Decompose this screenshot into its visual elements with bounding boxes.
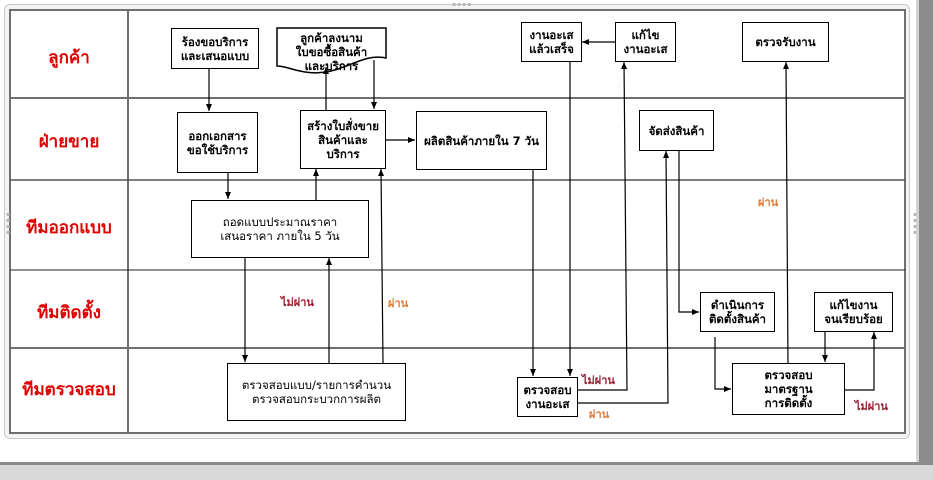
window-bottom-band: [0, 462, 933, 480]
window-scroll-area: [919, 0, 933, 480]
box-check-aluminium[interactable]: ตรวจสอบ งานอะเส: [517, 377, 578, 417]
label-aluminium-pass: ผ่าน: [589, 408, 610, 421]
lane-label-design-team: ทีมออกแบบ: [26, 218, 112, 238]
box-check-design[interactable]: ตรวจสอบแบบ/รายการคำนวน ตรวจสอบกระบวกการผ…: [227, 363, 406, 421]
resize-handle-top[interactable]: ▪▪▪▪: [452, 1, 473, 8]
lane-label-sales: ฝ่ายขาย: [38, 132, 100, 152]
box-check-install-standard[interactable]: ตรวจสอบ มาตรฐาน การติดตั้ง: [732, 363, 845, 415]
box-design-quote[interactable]: ถอดแบบประมาณราคา เสนอราคา ภายใน 5 วัน: [191, 200, 369, 258]
arrow: [783, 61, 790, 364]
label-install-pass: ผ่าน: [758, 196, 779, 209]
box-customer-sign[interactable]: ลูกค้าลงนาม ใบขอซื้อสินค้า และบริการ: [295, 31, 368, 73]
label-aluminium-fail: ไม่ผ่าน: [582, 374, 615, 387]
box-aluminium-done[interactable]: งานอะเส แล้วเสร็จ: [521, 22, 582, 62]
label-design-fail: ไม่ผ่าน: [281, 296, 314, 309]
arrow: [577, 61, 628, 391]
lane-label-install-team: ทีมติดตั้ง: [37, 303, 101, 323]
arrow: [378, 168, 385, 364]
arrow: [844, 332, 877, 391]
document-shape: [276, 27, 387, 74]
box-produce-goods[interactable]: ผลิตสินค้าภายใน 7 วัน: [416, 111, 547, 170]
arrow: [577, 150, 670, 404]
window-edge: [916, 0, 919, 462]
box-create-sales-order[interactable]: สร้างใบสั่งขาย สินค้าและ บริการ: [300, 110, 386, 169]
box-install-goods[interactable]: ดำเนินการ ติดตั้งสินค้า: [700, 292, 775, 332]
lane-label-customer: ลูกค้า: [48, 48, 90, 68]
label-design-pass: ผ่าน: [388, 297, 409, 310]
box-fix-until-done[interactable]: แก้ไขงาน จนเรียบร้อย: [814, 292, 893, 332]
resize-handle-right[interactable]: ▪▪▪▪: [913, 211, 919, 236]
box-accept-work[interactable]: ตรวจรับงาน: [742, 22, 829, 62]
box-fix-aluminium[interactable]: แก้ไข งานอะเส: [615, 22, 676, 62]
box-deliver-goods[interactable]: จัดส่งสินค้า: [639, 110, 714, 151]
arrow: [678, 150, 699, 315]
arrow: [714, 337, 731, 392]
box-request-service[interactable]: ร้องขอบริการ และเสนอแบบ: [171, 28, 259, 69]
resize-handle-left[interactable]: ▪▪▪▪: [6, 211, 12, 236]
label-install-fail: ไม่ผ่าน: [855, 400, 888, 413]
box-issue-document[interactable]: ออกเอกสาร ขอใช้บริการ: [177, 112, 258, 173]
lane-label-inspection-team: ทีมตรวจสอบ: [22, 380, 116, 400]
